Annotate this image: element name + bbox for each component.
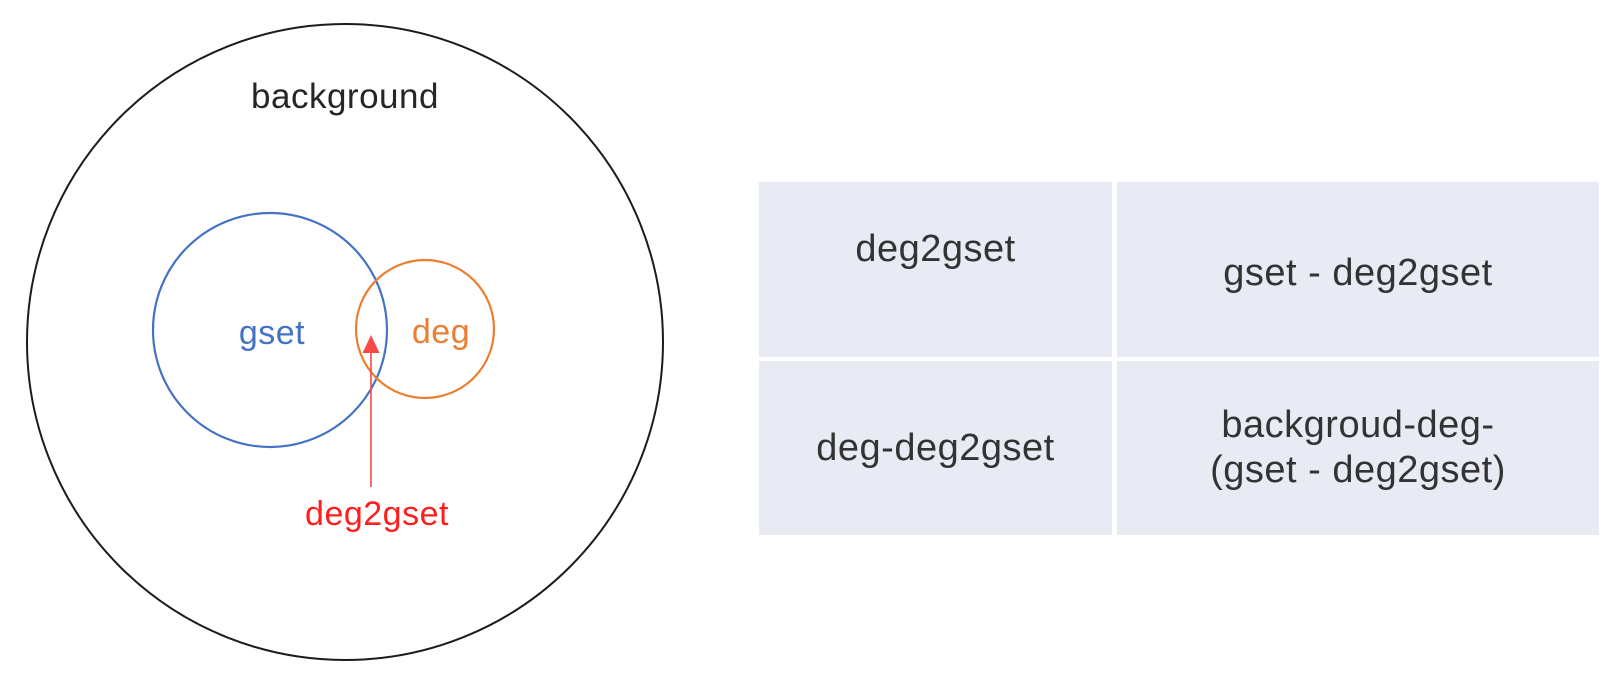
background-circle — [26, 23, 664, 661]
gset-circle — [151, 211, 389, 449]
deg-circle — [354, 258, 496, 400]
table-cell-gset-minus-deg2gset: gset - deg2gset — [1117, 182, 1599, 357]
background-label: background — [251, 77, 439, 116]
mapping-table: deg2gset gset - deg2gset deg-deg2gset ba… — [759, 182, 1599, 535]
table-cell-deg-minus-deg2gset: deg-deg2gset — [759, 361, 1112, 535]
gset-label: gset — [239, 314, 305, 352]
up-arrow-icon — [362, 335, 380, 353]
table-cell-background-remainder: backgroud-deg- (gset - deg2gset) — [1117, 361, 1599, 535]
venn-diagram: background gset deg deg2gset — [0, 0, 700, 696]
deg-label: deg — [412, 313, 470, 351]
table-cell-deg2gset: deg2gset — [759, 182, 1112, 357]
deg2gset-label: deg2gset — [305, 495, 449, 533]
